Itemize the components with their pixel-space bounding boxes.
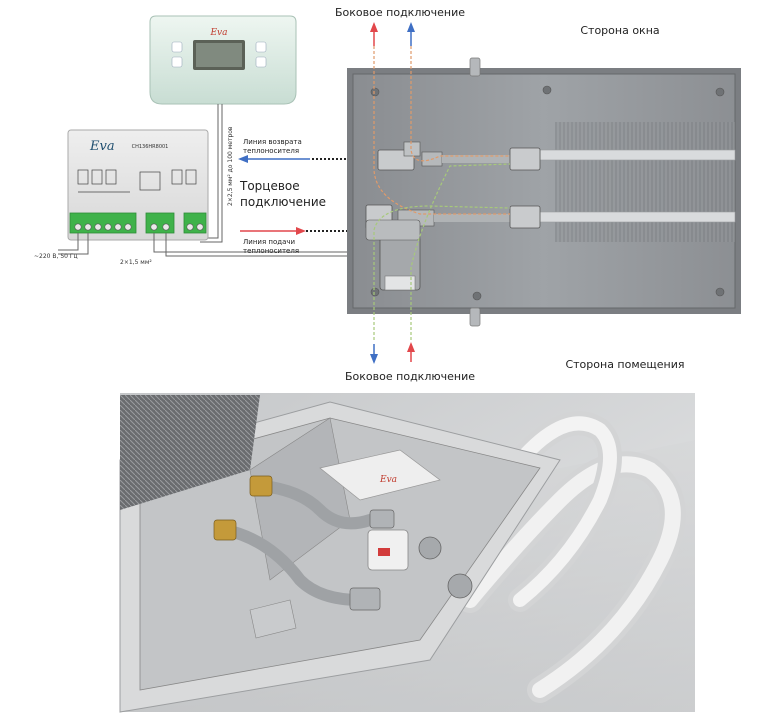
supply-line-arrow xyxy=(240,227,306,235)
controller-logo: Eva xyxy=(89,139,115,154)
thermostat-buttons-right xyxy=(255,41,267,68)
controller-schematic xyxy=(77,169,197,193)
top-supply-arrow xyxy=(370,22,378,46)
valve-actuator xyxy=(365,219,421,291)
upper-fittings xyxy=(377,141,541,171)
return-line-arrow xyxy=(238,155,310,163)
return-line-label-1: Линия возврата xyxy=(243,138,302,146)
thermostat-buttons-left xyxy=(171,41,183,68)
installed-convector-photo: Eva xyxy=(119,393,695,713)
thermostat-logo: Eva xyxy=(209,28,227,38)
room-side-label: Сторона помещения xyxy=(565,358,684,371)
controller-model: CH136HR8001 xyxy=(132,144,169,150)
top-return-arrow xyxy=(407,22,415,46)
bottom-supply-arrow xyxy=(407,342,415,362)
heat-exchanger-pipe-upper xyxy=(539,149,736,161)
supply-line-label-1: Линия подачи xyxy=(243,238,295,246)
thermostat: Eva xyxy=(149,15,297,105)
controller-terminals-middle xyxy=(145,212,175,234)
end-connection-label-1: Торцевое xyxy=(239,179,300,193)
top-side-connection-label: Боковое подключение xyxy=(335,6,465,19)
return-line-label-2: теплоносителя xyxy=(243,147,299,155)
supply-line-label-2: теплоносителя xyxy=(243,247,299,255)
controller-terminals-left xyxy=(69,212,137,234)
controller-terminals-right xyxy=(183,212,207,234)
pipe-routes xyxy=(373,46,511,340)
window-side-label: Сторона окна xyxy=(580,24,659,37)
controller-module: Eva CH136HR8001 xyxy=(67,129,209,241)
heat-exchanger-fins xyxy=(555,122,735,242)
bottom-return-arrow xyxy=(370,344,378,364)
end-connection-label-2: подключение xyxy=(240,195,326,209)
bottom-side-connection-label: Боковое подключение xyxy=(345,370,475,383)
power-label: ~220 В, 50 Гц xyxy=(34,253,78,260)
photo-box-logo: Eva xyxy=(379,475,397,485)
heat-exchanger-pipe-lower xyxy=(539,211,736,223)
cable-label: 2×1,5 мм² xyxy=(120,259,152,266)
thermostat-cable-label: 2×2,5 мм² до 100 метров xyxy=(227,126,234,206)
photo-actuator-indicator xyxy=(378,548,390,556)
power-cable xyxy=(58,233,352,257)
